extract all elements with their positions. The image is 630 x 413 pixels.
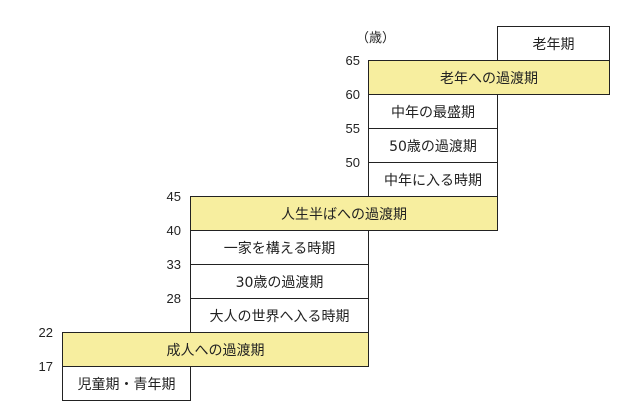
stage-age-30-transition: 30歳の過渡期 <box>190 264 369 299</box>
age-label-40: 40 <box>166 223 181 238</box>
age-label-65: 65 <box>345 53 360 68</box>
age-unit-label: （歳） <box>356 31 396 46</box>
stage-entering-adult-world: 大人の世界へ入る時期 <box>190 298 369 333</box>
age-label-17: 17 <box>38 359 53 374</box>
stage-settling-down: 一家を構える時期 <box>190 230 369 265</box>
stage-childhood-adolescence: 児童期・青年期 <box>62 366 191 401</box>
age-label-33: 33 <box>166 257 181 272</box>
age-label-50: 50 <box>345 155 360 170</box>
stage-age-50-transition: 50歳の過渡期 <box>368 128 498 163</box>
age-label-28: 28 <box>166 291 181 306</box>
age-label-60: 60 <box>345 87 360 102</box>
age-label-45: 45 <box>166 189 181 204</box>
age-label-22: 22 <box>38 325 53 340</box>
stage-early-adult-transition: 成人への過渡期 <box>62 332 369 367</box>
stage-midlife-transition: 人生半ばへの過渡期 <box>190 196 498 231</box>
age-label-55: 55 <box>345 121 360 136</box>
stage-entering-middle-age: 中年に入る時期 <box>368 162 498 197</box>
stage-middle-age-peak: 中年の最盛期 <box>368 94 498 129</box>
stage-old-age: 老年期 <box>497 26 610 61</box>
stage-transition-to-old-age: 老年への過渡期 <box>368 60 610 95</box>
